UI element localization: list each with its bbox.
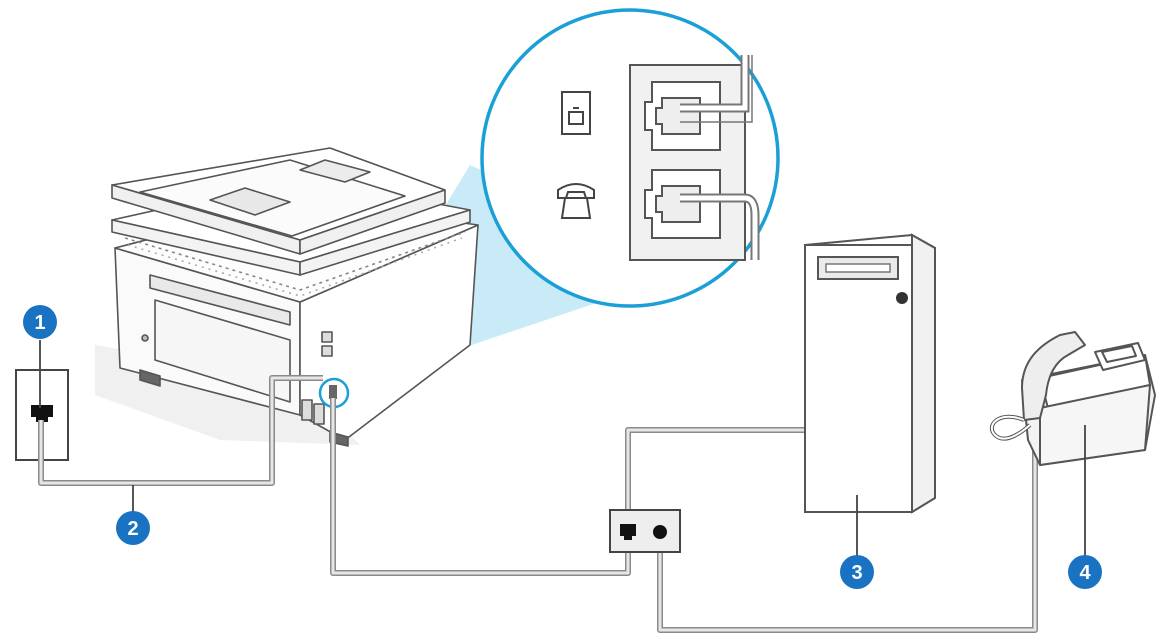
callout-1: 1	[23, 305, 57, 339]
computer	[804, 233, 936, 514]
svg-text:1: 1	[34, 312, 45, 334]
phone-cord	[38, 375, 323, 486]
splitter-to-computer-cord	[625, 427, 810, 520]
callout-2: 2	[116, 511, 150, 545]
telephone	[989, 331, 1156, 466]
line-port	[644, 55, 753, 151]
parallel-splitter	[609, 509, 681, 553]
printer-to-splitter-cord	[330, 398, 631, 576]
phone-port	[644, 169, 760, 260]
printer	[111, 147, 479, 447]
svg-text:3: 3	[851, 562, 862, 584]
callout-3: 3	[840, 555, 874, 589]
svg-text:4: 4	[1079, 562, 1091, 584]
zoom-inset	[480, 8, 780, 308]
printer-port	[329, 385, 337, 399]
svg-text:2: 2	[127, 518, 138, 540]
leader-lines	[39, 340, 1086, 560]
splitter-to-phone-cord	[657, 440, 1038, 633]
line-port-icon	[561, 91, 591, 135]
phone-port-icon	[557, 183, 595, 219]
callout-4: 4	[1068, 555, 1102, 589]
